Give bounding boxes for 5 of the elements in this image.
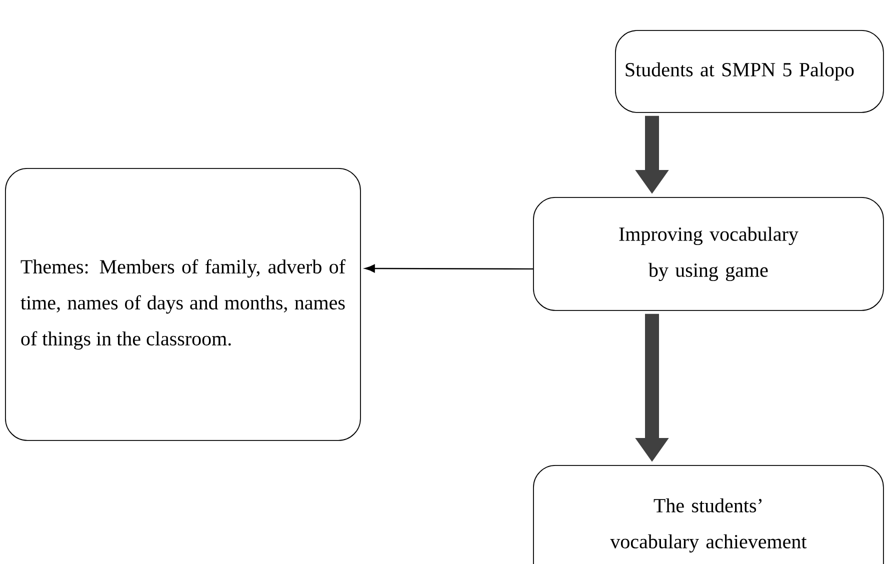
arrow (364, 264, 533, 273)
rounded-box: Improving vocabulary by using game (533, 197, 884, 311)
rounded-box: The students’ vocabulary achievement (533, 465, 884, 564)
rounded-box: Students at SMPN 5 Palopo (615, 30, 884, 113)
rounded-box: Themes: Members of family, adverb of time, names of days and months, names of things in the classroom. (5, 168, 361, 441)
